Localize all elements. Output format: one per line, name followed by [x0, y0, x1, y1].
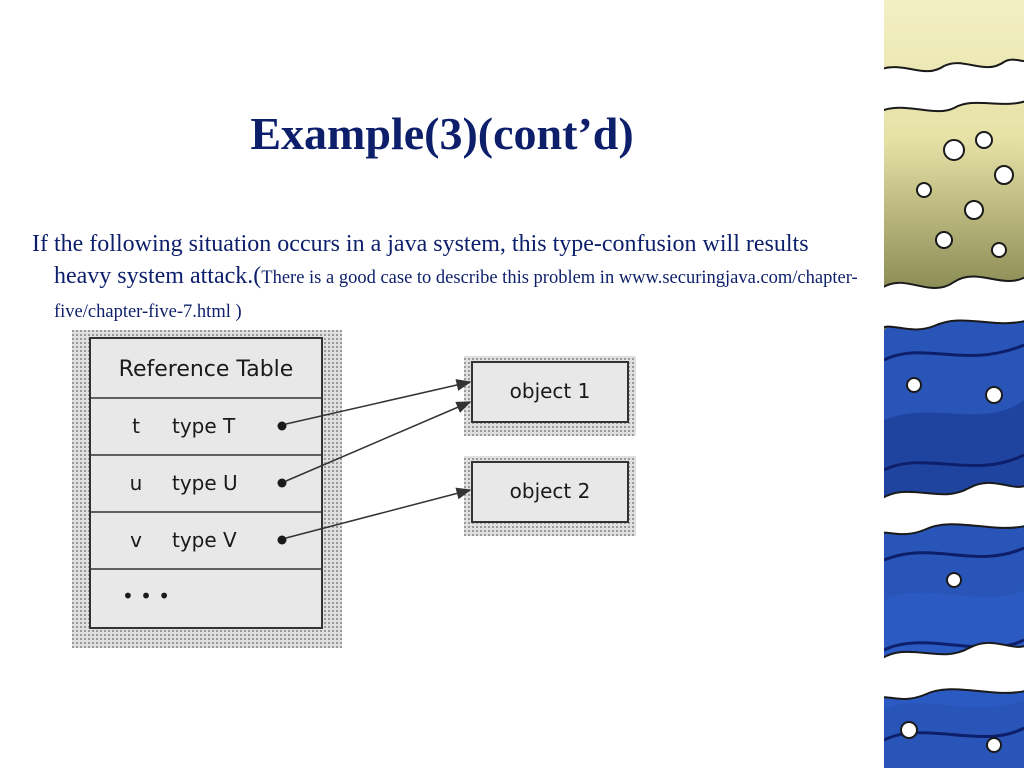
- slide-title: Example(3)(cont’d): [250, 108, 634, 159]
- reference-note: There is a good case to describe this pr…: [54, 268, 858, 322]
- arrow-v-to-object2: [285, 487, 472, 539]
- row-var-t: t: [132, 414, 140, 438]
- row-var-u: u: [130, 471, 143, 495]
- main-text: If the following situation occurs in a j…: [32, 231, 809, 289]
- pointer-dot-u: [277, 478, 287, 488]
- row-type-t: type T: [172, 414, 236, 438]
- row-type-v: type V: [172, 528, 237, 552]
- object-2-box: object 2: [471, 461, 629, 523]
- object-2-label: object 2: [510, 479, 591, 503]
- arrow-t-to-object1: [285, 379, 472, 425]
- pointer-dot-t: [277, 421, 287, 431]
- bullet-paragraph: If the following situation occurs in a j…: [32, 228, 862, 328]
- row-type-u: type U: [172, 471, 238, 495]
- row-var-v: v: [130, 528, 142, 552]
- arrow-u-to-object1: [285, 401, 472, 482]
- object-1-box: object 1: [471, 361, 629, 423]
- object-1-label: object 1: [510, 379, 591, 403]
- reference-diagram: Reference Table t type T u type U v type…: [60, 318, 660, 658]
- row-ellipsis: • • •: [122, 584, 170, 608]
- wave-illustration: [884, 0, 1024, 768]
- wave-decoration: [884, 0, 1024, 768]
- diagram-svg: Reference Table t type T u type U v type…: [72, 330, 636, 648]
- reference-table: Reference Table t type T u type U v type…: [89, 337, 323, 629]
- body-text: If the following situation occurs in a j…: [32, 228, 862, 328]
- table-header: Reference Table: [119, 357, 294, 382]
- pointer-dot-v: [277, 535, 287, 545]
- closing-paren: ): [235, 302, 242, 322]
